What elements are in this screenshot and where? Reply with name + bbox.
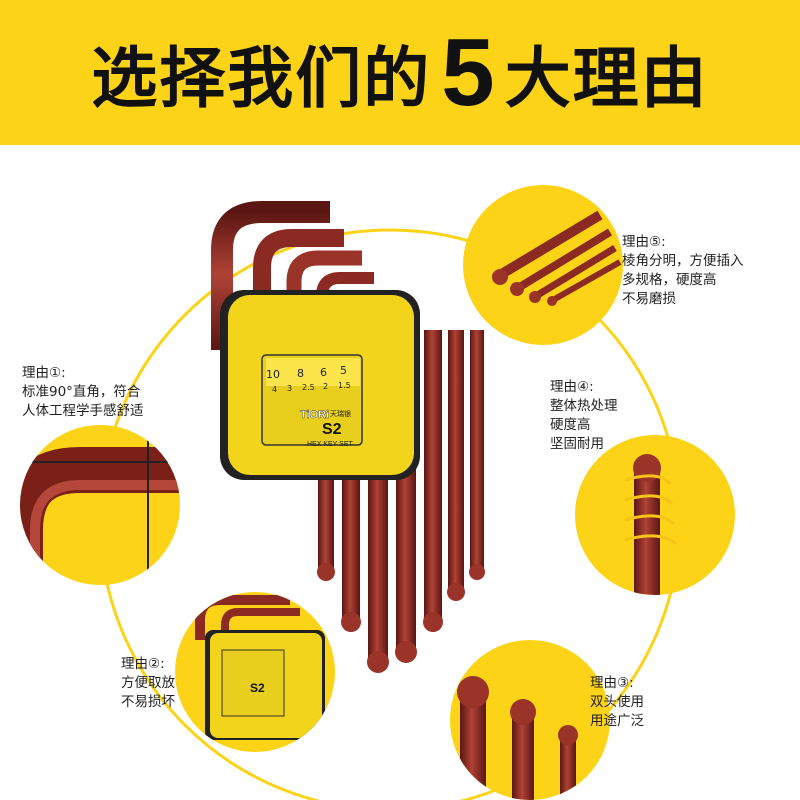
title-suffix: 大理由 xyxy=(504,39,709,117)
size-label-top-6: 6 xyxy=(320,366,327,379)
size-label-bottom-3: 3 xyxy=(287,384,292,393)
reason4-detail-circle xyxy=(575,435,735,595)
reason3-line2: 用途广泛 xyxy=(590,713,644,729)
reason1-heading: 理由①: xyxy=(22,365,66,381)
size-label-top-10: 10 xyxy=(266,368,280,381)
key-holder xyxy=(220,290,420,480)
reason4-line1: 整体热处理 xyxy=(550,398,618,414)
reason2-line1: 方便取放 xyxy=(121,675,175,691)
title-number: 5 xyxy=(441,18,495,126)
reason5-heading: 理由⑤: xyxy=(622,234,666,250)
reason5-detail-circle xyxy=(463,185,623,345)
reason4-heading: 理由④: xyxy=(550,379,594,395)
title-prefix: 选择我们的 xyxy=(91,39,432,117)
reason4-text: 理由④: 整体热处理 硬度高 坚固耐用 xyxy=(550,378,618,454)
set-name: HEX KEY SET xyxy=(307,441,354,448)
reason4-line2: 硬度高 xyxy=(550,417,591,433)
reason2-line2: 不易损坏 xyxy=(121,694,175,710)
size-label-top-5: 5 xyxy=(340,364,347,377)
reason1-text: 理由①: 标准90°直角，符合 人体工程学手感舒适 xyxy=(22,364,144,421)
reason1-line1: 标准90°直角，符合 xyxy=(22,384,141,400)
size-label-bottom-25: 2.5 xyxy=(302,383,315,392)
reason2-detail-circle: S2 xyxy=(175,592,335,752)
reason2-heading: 理由②: xyxy=(121,656,165,672)
size-label-bottom-2: 2 xyxy=(323,382,328,391)
brand-cn: 天瑞银 xyxy=(330,409,351,418)
reason4-line3: 坚固耐用 xyxy=(550,436,604,452)
reason2-text: 理由②: 方便取放 不易损坏 xyxy=(121,655,175,712)
reason1-line2: 人体工程学手感舒适 xyxy=(22,403,144,419)
size-label-bottom-4: 4 xyxy=(272,385,277,394)
svg-text:S2: S2 xyxy=(250,681,265,695)
reason3-text: 理由③: 双头使用 用途广泛 xyxy=(590,674,644,731)
reason3-detail-circle xyxy=(450,640,610,800)
page-title: 选择我们的 5 大理由 xyxy=(0,0,800,145)
reason3-line1: 双头使用 xyxy=(590,694,644,710)
grade-label: S2 xyxy=(322,421,342,438)
reason5-line1: 棱角分明，方便插入 xyxy=(622,253,744,269)
reason5-text: 理由⑤: 棱角分明，方便插入 多规格，硬度高 不易磨损 xyxy=(622,233,744,309)
size-label-bottom-15: 1.5 xyxy=(338,381,351,390)
brand-logo: TiORi xyxy=(300,409,329,421)
header-banner xyxy=(0,0,800,145)
reason3-heading: 理由③: xyxy=(590,675,634,691)
size-label-top-8: 8 xyxy=(297,367,304,380)
reason5-line3: 不易磨损 xyxy=(622,291,676,307)
reason5-line2: 多规格，硬度高 xyxy=(622,272,717,288)
